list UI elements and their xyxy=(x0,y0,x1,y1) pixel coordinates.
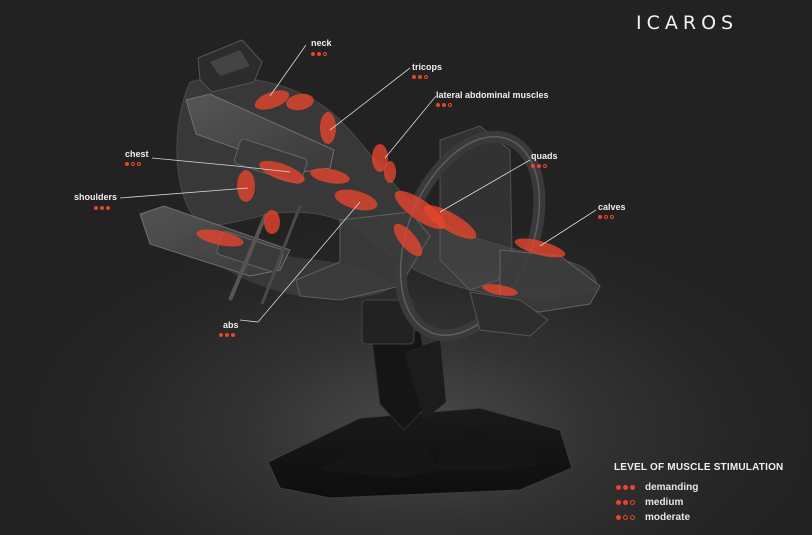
level-dot-empty xyxy=(448,103,452,107)
muscle-shoulders-2 xyxy=(264,210,280,234)
legend-row-moderate: moderate xyxy=(616,511,690,523)
level-dot-filled xyxy=(311,52,315,56)
leader-calves xyxy=(539,209,597,247)
legend-row-demanding: demanding xyxy=(616,481,698,493)
muscle-calves xyxy=(514,238,566,258)
muscle-shoulders xyxy=(237,170,255,202)
level-dot-empty xyxy=(630,514,635,520)
level-dot-filled xyxy=(219,333,223,337)
brand-logo: ICAROS xyxy=(636,12,739,34)
level-dot-filled xyxy=(616,514,621,520)
legend-dots-medium xyxy=(616,499,635,505)
label-chest: chest xyxy=(125,149,149,159)
muscle-tricops xyxy=(320,112,336,144)
legend-label-medium: medium xyxy=(645,496,684,508)
level-dot-filled xyxy=(231,333,235,337)
leader-abs xyxy=(239,201,361,323)
level-dot-filled xyxy=(412,75,416,79)
level-dot-filled xyxy=(418,75,422,79)
legend-row-medium: medium xyxy=(616,496,683,508)
level-dots-neck xyxy=(311,52,327,56)
level-dots-lateral-abdominal-muscles xyxy=(436,103,452,107)
level-dots-quads xyxy=(531,164,547,168)
vr-headset xyxy=(197,39,263,93)
label-shoulders: shoulders xyxy=(74,192,118,202)
legend-dots-moderate xyxy=(616,514,635,520)
level-dot-empty xyxy=(424,75,428,79)
leader-quads xyxy=(439,159,531,213)
device-base xyxy=(267,299,573,499)
level-dot-empty xyxy=(610,215,614,219)
level-dot-empty xyxy=(604,215,608,219)
muscle-highlights xyxy=(196,90,566,296)
level-dot-filled xyxy=(100,206,104,210)
level-dot-filled xyxy=(598,215,602,219)
label-tricops: tricops xyxy=(412,62,443,72)
label-calves: calves xyxy=(598,202,626,212)
label-quads: quads xyxy=(531,151,558,161)
leader-shoulders xyxy=(119,187,249,199)
legend-label-moderate: moderate xyxy=(645,511,691,523)
level-dot-filled xyxy=(436,103,440,107)
legend-title: LEVEL OF MUSCLE STIMULATION xyxy=(614,462,784,473)
level-dot-filled xyxy=(225,333,229,337)
level-dots-chest xyxy=(125,162,141,166)
level-dot-empty xyxy=(131,162,135,166)
leader-neck xyxy=(269,44,307,97)
level-dot-filled xyxy=(125,162,129,166)
level-dot-filled xyxy=(630,484,635,490)
leader-lateral xyxy=(384,95,437,159)
level-dot-filled xyxy=(616,484,621,490)
level-dot-filled xyxy=(94,206,98,210)
level-dot-filled xyxy=(317,52,321,56)
level-dot-filled xyxy=(537,164,541,168)
level-dot-empty xyxy=(323,52,327,56)
muscle-abs-2 xyxy=(196,229,244,247)
muscle-quads-3 xyxy=(393,223,423,257)
leader-lines xyxy=(119,44,597,323)
level-dot-filled xyxy=(442,103,446,107)
label-abs: abs xyxy=(223,320,239,330)
level-dot-filled xyxy=(106,206,110,210)
level-dots-tricops xyxy=(412,75,428,79)
muscle-chest xyxy=(259,160,305,184)
muscle-abs xyxy=(334,189,378,211)
level-dots-abs xyxy=(219,333,235,337)
label-neck: neck xyxy=(311,38,332,48)
muscle-lateral xyxy=(372,144,388,172)
muscle-quads-2 xyxy=(423,205,477,239)
muscle-lateral-2 xyxy=(384,161,396,183)
leader-chest xyxy=(151,157,291,173)
level-dot-filled xyxy=(531,164,535,168)
muscle-neck xyxy=(254,90,290,110)
level-dot-filled xyxy=(623,484,628,490)
level-dot-empty xyxy=(630,499,635,505)
muscle-chest-2 xyxy=(310,168,350,184)
level-dots-shoulders xyxy=(94,206,110,210)
level-dot-filled xyxy=(616,499,621,505)
leader-tricops xyxy=(329,67,411,131)
legend-label-demanding: demanding xyxy=(645,481,699,493)
level-dot-empty xyxy=(623,514,628,520)
level-dot-filled xyxy=(623,499,628,505)
level-dot-empty xyxy=(543,164,547,168)
label-lateral-abdominal-muscles: lateral abdominal muscles xyxy=(436,90,549,100)
muscle-calves-2 xyxy=(482,284,518,296)
legend-dots-demanding xyxy=(616,484,635,490)
level-dot-empty xyxy=(137,162,141,166)
muscle-upper-back xyxy=(286,93,314,111)
level-dots-calves xyxy=(598,215,614,219)
